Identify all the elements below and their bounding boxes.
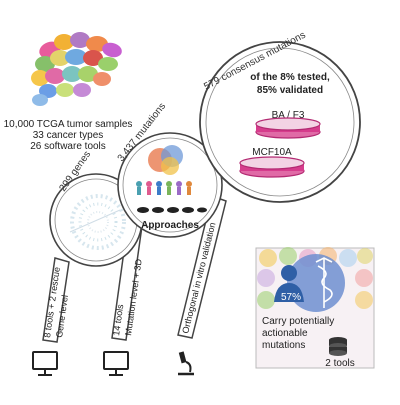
petri-dish-2 — [239, 156, 305, 178]
petri-dish-1 — [255, 117, 321, 139]
blue-disc — [287, 254, 345, 312]
validation-line-1: of the 8% tested, — [250, 72, 330, 83]
venn-circle-yellow — [161, 157, 179, 175]
monitor-icon — [32, 351, 58, 376]
mutation-level-lens: Approaches — [117, 132, 223, 238]
dish-2-label: MCF10A — [252, 147, 292, 158]
summary-line-2: 33 cancer types — [33, 130, 104, 141]
dish-1-label: BA / F3 — [272, 110, 305, 121]
summary-line-3: 26 software tools — [30, 141, 106, 152]
result-text-line-2: actionable — [262, 328, 308, 339]
validation-line-2: 85% validated — [257, 85, 323, 96]
validation-handle-label: Orthogonal in vitro validation — [180, 221, 217, 334]
animal-icons-row — [137, 207, 207, 213]
percent-label: 57% — [281, 292, 301, 303]
result-text-line-1: Carry potentially — [262, 316, 334, 327]
validation-lens: of the 8% tested, 85% validated BA / F3 … — [199, 41, 361, 203]
monitor-icon — [103, 351, 129, 376]
summary-line-1: 10,000 TCGA tumor samples — [4, 119, 133, 130]
people-icons-row — [136, 181, 192, 195]
caduceus-icon — [315, 257, 333, 308]
tumor-sample-cluster — [31, 32, 122, 106]
approaches-label: Approaches — [141, 220, 199, 231]
microscope-icon — [178, 351, 194, 376]
result-text-line-3: mutations — [262, 340, 305, 351]
gene-level-handle — [42, 257, 70, 343]
result-panel: 57% Carry potentially actionable mutatio… — [255, 247, 375, 369]
person-icon — [274, 265, 304, 302]
tools-label: 2 tools — [325, 358, 354, 369]
validation-handle — [177, 195, 227, 339]
mutation-level-tools-label: 14 tools — [111, 303, 125, 336]
database-icon — [329, 337, 347, 356]
